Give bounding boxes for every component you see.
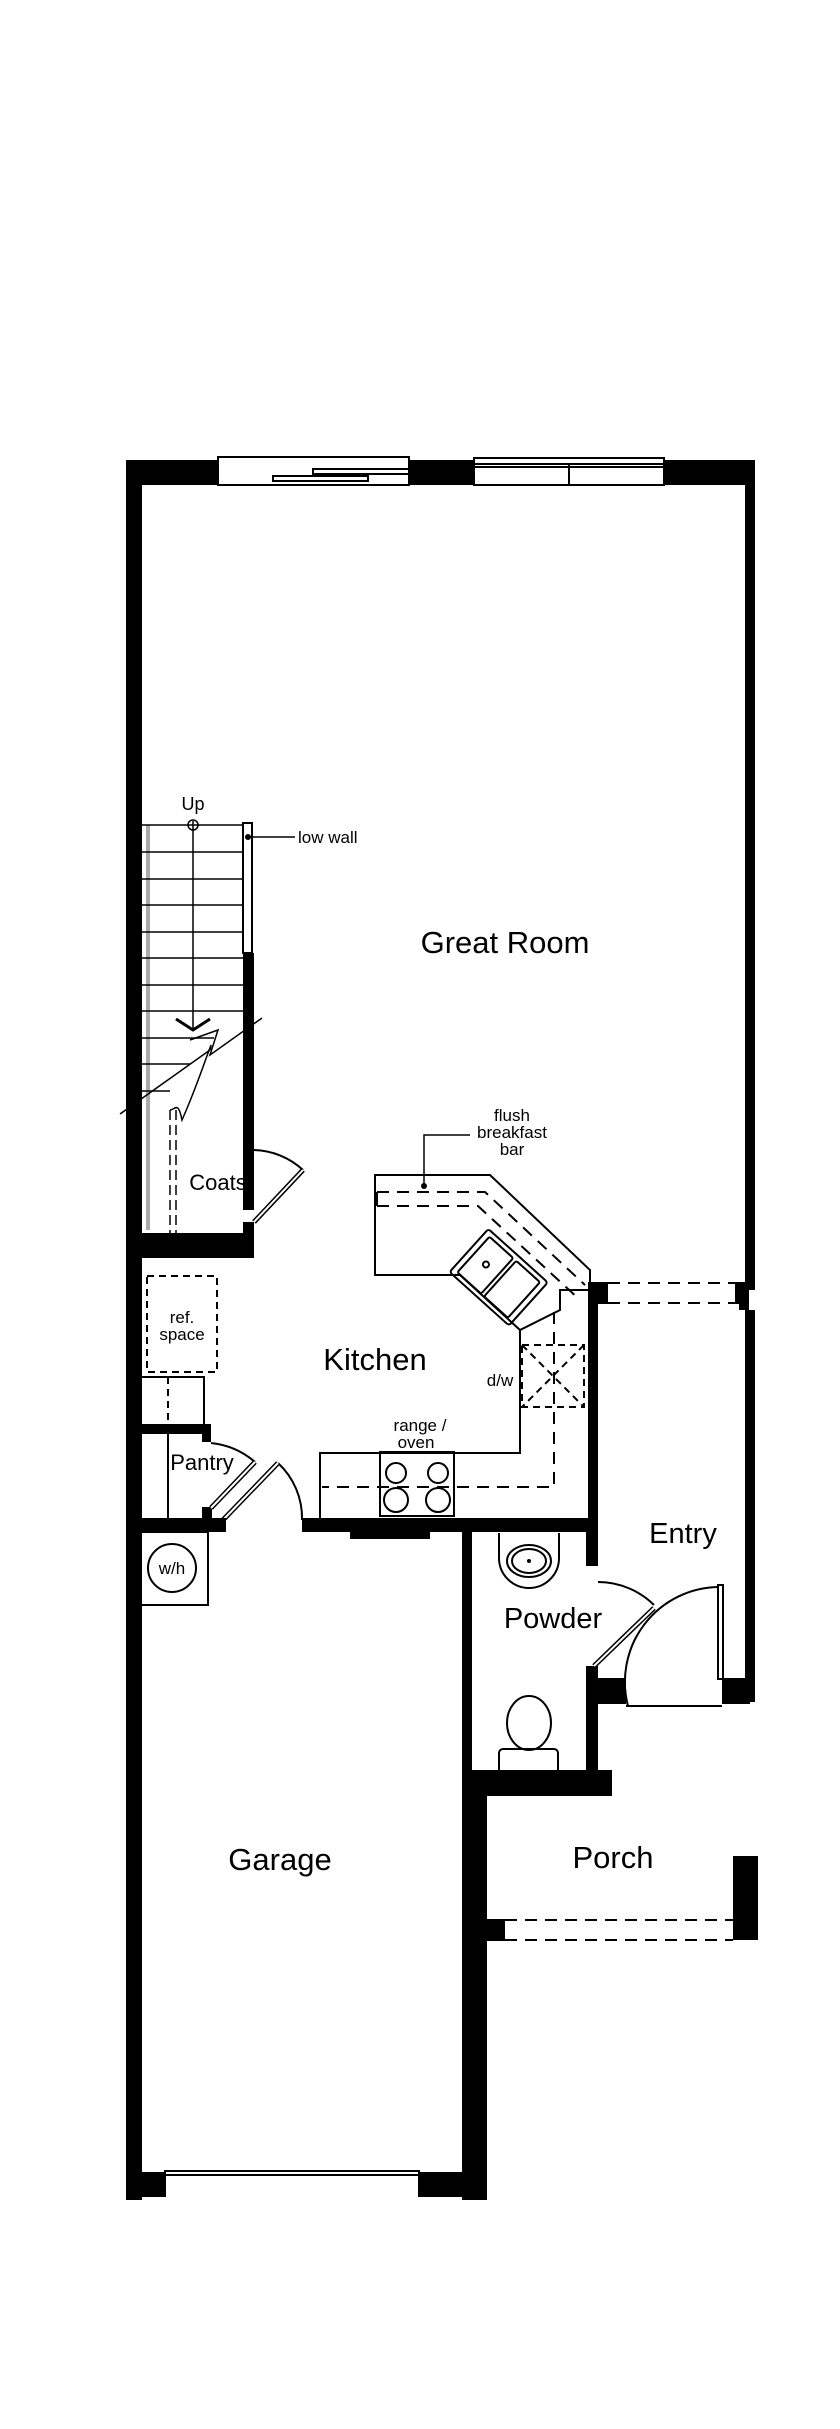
low-wall-label: low wall (298, 828, 358, 847)
porch-structure (483, 1856, 758, 1941)
kitchen-door[interactable] (221, 1461, 304, 1522)
room-label-coats: Coats (189, 1170, 246, 1195)
front-door[interactable] (623, 1584, 724, 1707)
range-label-2: oven (398, 1433, 435, 1452)
pantry-door[interactable] (209, 1442, 257, 1510)
breakfast-bar-label-2: breakfast (477, 1123, 547, 1142)
range-label-1: range / (394, 1416, 447, 1435)
breakfast-bar-label-3: bar (500, 1140, 525, 1159)
toilet-icon (498, 1695, 559, 1775)
coats-door[interactable] (252, 1149, 305, 1224)
powder-door[interactable] (592, 1581, 656, 1668)
water-heater-label: w/h (158, 1559, 185, 1578)
kitchen-sink-icon (449, 1229, 548, 1326)
coats-closet (126, 1150, 254, 1258)
room-label-great-room: Great Room (421, 925, 590, 960)
breakfast-bar (374, 1174, 591, 1332)
stairs-up-label: Up (181, 794, 204, 814)
ref-space-label-2: space (159, 1325, 204, 1344)
top-window (473, 457, 665, 486)
garage-door[interactable] (164, 2170, 420, 2176)
left-wall (126, 460, 142, 2200)
right-wall (745, 460, 755, 1290)
breakfast-bar-label-1: flush (494, 1106, 530, 1125)
staircase (119, 819, 263, 1240)
top-wall (126, 460, 752, 485)
water-heater (136, 1531, 209, 1606)
room-label-kitchen: Kitchen (323, 1342, 426, 1377)
dishwasher-label: d/w (487, 1371, 514, 1390)
sliding-door[interactable] (217, 456, 410, 486)
stair-start-icon (187, 819, 199, 831)
ref-space-label-1: ref. (170, 1308, 195, 1327)
pantry-walls (126, 1424, 212, 1521)
kitchen-cabinet (142, 1376, 205, 1425)
room-label-garage: Garage (228, 1842, 331, 1877)
low-wall (242, 822, 253, 954)
room-label-powder: Powder (504, 1603, 603, 1635)
room-label-porch: Porch (573, 1840, 654, 1875)
room-label-entry: Entry (649, 1518, 717, 1550)
room-label-pantry: Pantry (170, 1450, 234, 1475)
dishwasher-icon (519, 1344, 585, 1408)
range-oven-icon (379, 1451, 455, 1517)
sink-icon (498, 1533, 560, 1589)
